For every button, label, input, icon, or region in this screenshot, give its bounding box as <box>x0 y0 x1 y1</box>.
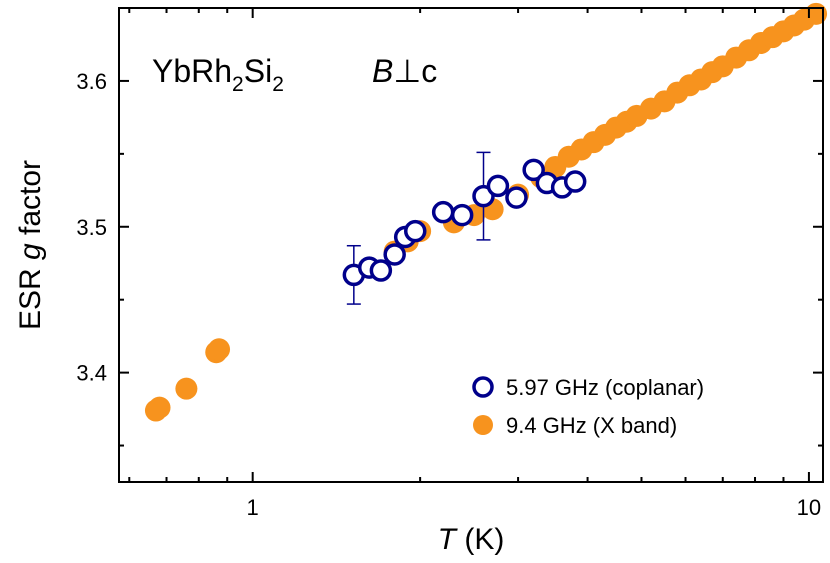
coplanar-point <box>383 243 406 266</box>
x-tick-label: 10 <box>797 495 821 520</box>
y-tick-label: 3.6 <box>76 69 107 94</box>
data-layer <box>144 2 828 422</box>
coplanar-point <box>403 219 427 243</box>
x-tick-label: 1 <box>247 495 259 520</box>
y-tick-label: 3.4 <box>76 361 107 386</box>
coplanar-point <box>522 158 545 182</box>
x-band-point <box>148 396 171 419</box>
legend-marker-coplanar <box>472 376 494 398</box>
coplanar-point <box>505 186 528 209</box>
coplanar-point <box>563 170 587 193</box>
legend-label-x-band: 9.4 GHz (X band) <box>506 413 677 438</box>
x-band-point <box>208 338 231 361</box>
legend-label-coplanar: 5.97 GHz (coplanar) <box>506 375 704 400</box>
y-axis-title: ESR g factor <box>14 160 47 330</box>
plot-frame <box>118 7 824 483</box>
x-band-point <box>175 377 198 400</box>
coplanar-point <box>450 203 474 227</box>
legend-marker-x-band <box>473 415 493 435</box>
y-tick-label: 3.5 <box>76 215 107 240</box>
legend: 5.97 GHz (coplanar) 9.4 GHz (X band) <box>472 375 704 438</box>
coplanar-point <box>431 200 455 224</box>
coplanar-point <box>486 174 510 198</box>
x-axis-title: T (K) <box>438 523 505 556</box>
ticks-layer: 1 10 3.4 3.5 3.6 <box>76 8 823 520</box>
coplanar-point <box>369 259 393 282</box>
annotation-field-orientation: B⊥c <box>372 53 437 89</box>
annotation-compound: YbRh2Si2 <box>152 53 284 96</box>
